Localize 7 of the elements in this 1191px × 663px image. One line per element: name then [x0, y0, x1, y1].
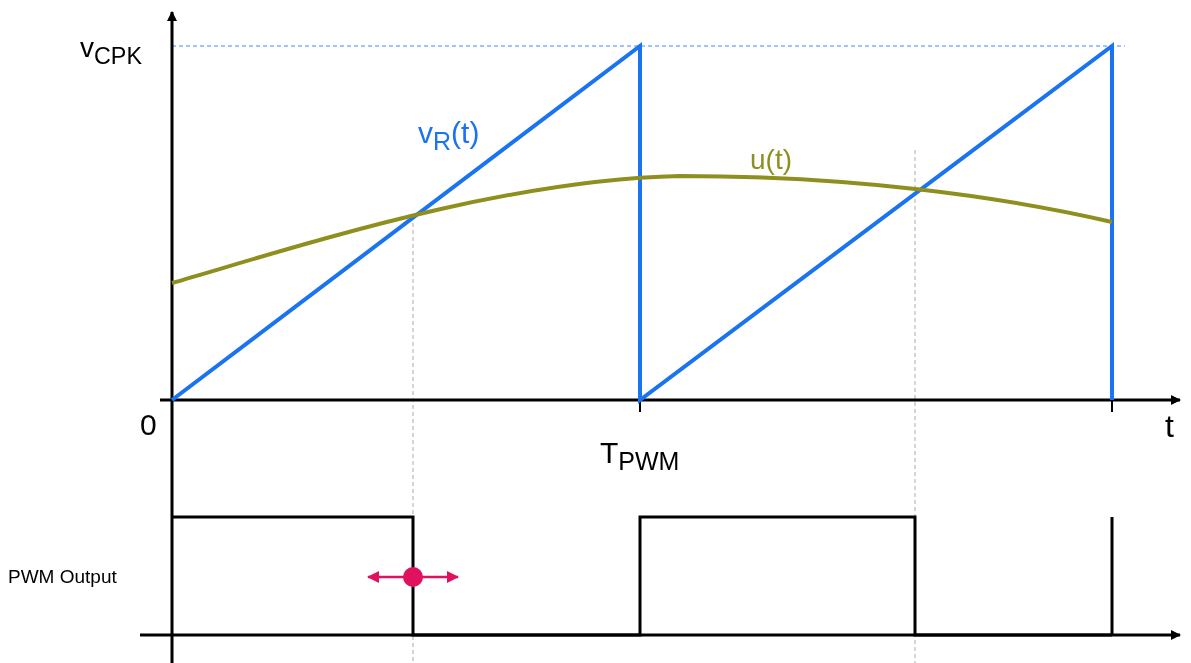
axis-tick-label: T$_{PWM}$ — [600, 438, 680, 474]
axis-value-label: v$_{CPK}$ — [80, 34, 142, 68]
axis-origin-label: 0 — [140, 410, 157, 440]
curve-label: u(t) — [750, 146, 792, 174]
row-label: PWM Output — [8, 567, 117, 586]
axis-title: t — [1165, 410, 1174, 442]
curve-label: v$_{R}$(t) — [418, 118, 480, 154]
